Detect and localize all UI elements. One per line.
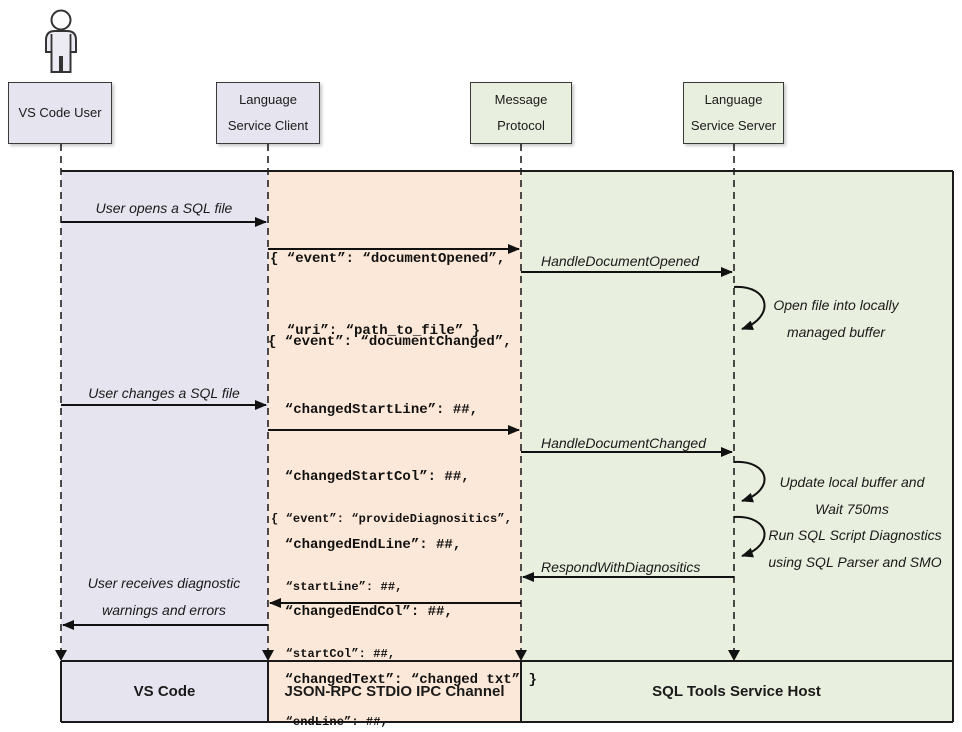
payload-line: “changedEndLine”: ##, bbox=[268, 536, 462, 553]
note-line: Wait 750ms bbox=[815, 501, 889, 517]
user-actor-icon bbox=[45, 9, 77, 73]
payload-line: “changedStartCol”: ##, bbox=[268, 469, 470, 485]
payload-line: “changedEndCol”: ##, bbox=[268, 604, 453, 620]
actor-box-service-client: Language Service Client bbox=[216, 82, 320, 144]
label-handle-document-changed: HandleDocumentChanged bbox=[541, 435, 706, 451]
lifeline-end-arrow-protocol bbox=[515, 650, 527, 661]
lifeline-end-arrow-server bbox=[728, 650, 740, 661]
lifeline-end-arrow-user bbox=[55, 650, 67, 661]
actor-label-line: Language bbox=[704, 92, 763, 107]
label-handle-document-opened: HandleDocumentOpened bbox=[541, 253, 699, 269]
actor-label-line: Protocol bbox=[497, 118, 545, 133]
note-line: Update local buffer and bbox=[779, 474, 925, 490]
lane-bg-service-host bbox=[521, 661, 952, 722]
lane-label-service-host: SQL Tools Service Host bbox=[652, 683, 821, 700]
lane-bg-ipc-channel bbox=[268, 661, 521, 722]
label-respond-with-diagnostics: RespondWithDiagnositics bbox=[541, 559, 701, 575]
actor-label-line: Service Client bbox=[227, 118, 309, 133]
payload-line: “startCol”: ##, bbox=[271, 647, 396, 661]
label-user-changes: User changes a SQL file bbox=[88, 385, 240, 401]
actor-box-message-protocol: Message Protocol bbox=[470, 82, 572, 144]
payload-document-opened: { “event”: “documentOpened”, “uri”: “pat… bbox=[270, 199, 505, 391]
actor-box-service-server: Language Service Server bbox=[683, 82, 784, 144]
payload-line: “uri”: “path_to_file” } bbox=[270, 323, 481, 339]
lifeline-end-arrow-client bbox=[262, 650, 274, 661]
actor-label-line: Language bbox=[239, 92, 297, 107]
self-loop-update-buffer bbox=[733, 460, 766, 503]
region-ipc-channel bbox=[268, 172, 521, 661]
actor-box-vscode-user: VS Code User bbox=[8, 82, 112, 144]
note-line: managed buffer bbox=[786, 324, 886, 340]
label-line: User receives diagnostic bbox=[87, 575, 241, 591]
label-user-receives: User receives diagnostic warnings and er… bbox=[64, 570, 264, 624]
payload-line: { “event”: “documentOpened”, bbox=[270, 251, 506, 267]
lane-bg-vscode bbox=[61, 661, 268, 722]
payload-line: “changedStartLine”: ##, bbox=[268, 401, 479, 418]
actor-label: VS Code User bbox=[18, 105, 102, 120]
payload-line: “endLine”: ##, bbox=[271, 714, 388, 729]
self-loop-run-diagnostics bbox=[733, 515, 766, 558]
payload-line: “startLine”: ##, bbox=[271, 579, 403, 594]
note-update-buffer: Update local buffer and Wait 750ms bbox=[742, 469, 962, 523]
actor-label-line: Message bbox=[494, 92, 548, 107]
label-line: warnings and errors bbox=[102, 602, 226, 618]
actor-label-line: Service Server bbox=[690, 118, 777, 133]
region-service-host bbox=[521, 172, 952, 661]
note-run-diagnostics: Run SQL Script Diagnostics using SQL Par… bbox=[745, 522, 962, 576]
note-open-file: Open file into locally managed buffer bbox=[736, 292, 936, 346]
self-loop-open-file bbox=[733, 285, 766, 331]
note-line: Open file into locally bbox=[773, 297, 899, 313]
lane-label-ipc-channel: JSON-RPC STDIO IPC Channel bbox=[284, 683, 505, 700]
payload-document-changed: { “event”: “documentChanged”, “changedSt… bbox=[268, 286, 537, 732]
payload-provide-diagnostics: { “event”: “provideDiagnositics”, “start… bbox=[271, 463, 512, 732]
note-line: using SQL Parser and SMO bbox=[768, 554, 942, 570]
payload-line: “changedText”: “changed txt” } bbox=[268, 671, 537, 688]
label-user-opens: User opens a SQL file bbox=[95, 200, 233, 216]
note-line: Run SQL Script Diagnostics bbox=[768, 527, 942, 543]
payload-line: { “event”: “provideDiagnositics”, bbox=[271, 512, 512, 526]
lane-label-vscode: VS Code bbox=[133, 683, 196, 700]
payload-line: { “event”: “documentChanged”, bbox=[268, 334, 512, 350]
region-vscode bbox=[61, 172, 268, 661]
